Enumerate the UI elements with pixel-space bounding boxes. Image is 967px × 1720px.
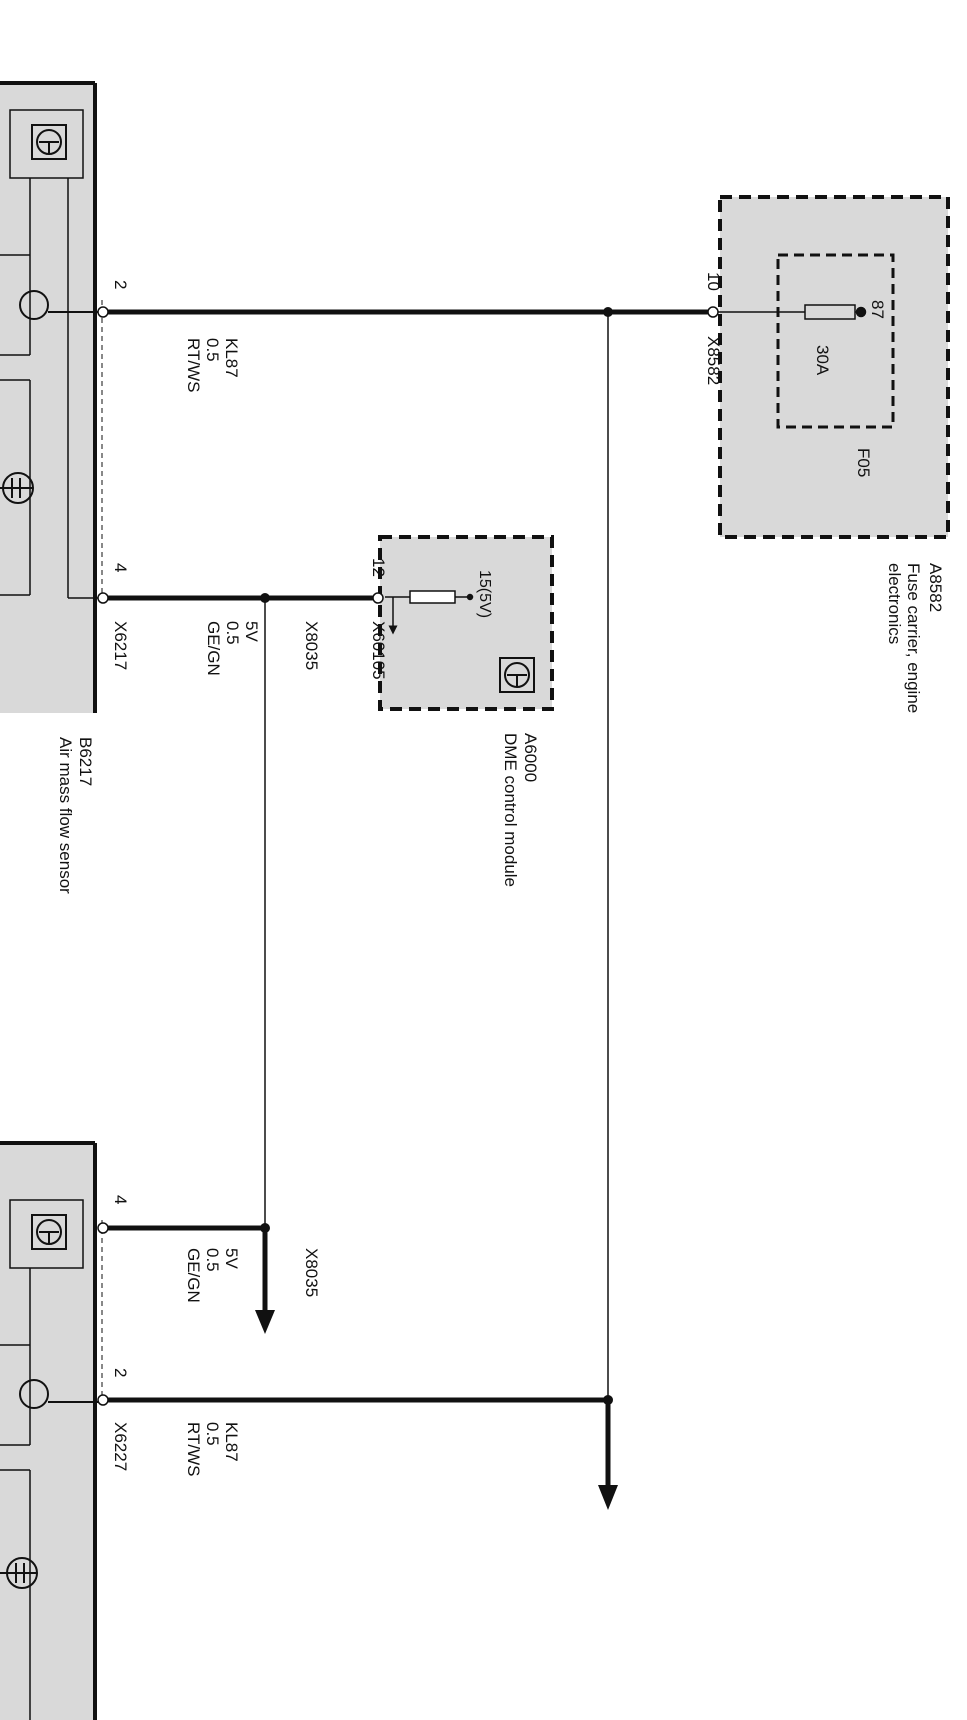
pin-terminals: [97, 306, 719, 1406]
fuse-carrier-body: [718, 195, 950, 539]
fuse-carrier-id: A8582: [926, 563, 945, 612]
sensor-b6217-name: Air mass flow sensor: [56, 737, 75, 894]
x6227-pin2: 2: [111, 1368, 130, 1377]
continuation-arrow-icon: [255, 1310, 275, 1334]
ground-symbol-icon: [0, 472, 34, 504]
dme-module-body: [378, 535, 554, 711]
sensor-b6217-internals: [0, 109, 102, 599]
fuse-f05-id: F05: [854, 448, 873, 477]
x6217-pin2: 2: [111, 280, 130, 289]
x6227-id: X6227: [111, 1422, 130, 1471]
wire-5v-lower-color: GE/GN: [184, 1248, 203, 1303]
wire-kl87-upper-color: RT/WS: [184, 338, 203, 392]
sensor-b6217-body: [0, 81, 97, 713]
transistor-icon: [19, 290, 102, 320]
control-unit-symbol-icon: [499, 657, 535, 693]
wire-kl87-upper-size: 0.5: [203, 338, 222, 362]
x6227-pin4: 4: [111, 1195, 130, 1204]
ground-symbol-icon: [0, 1557, 38, 1589]
dme-id: A6000: [521, 733, 540, 782]
fuse-f05-box: [776, 253, 895, 429]
sensor-b6227-internals: [0, 1199, 84, 1720]
wire-5v-upper-size: 0.5: [223, 621, 242, 645]
dme-supply-label: 15(5V): [476, 570, 493, 618]
x60105-pin: 12: [369, 558, 388, 577]
continuation-arrow-icon: [598, 1485, 618, 1510]
fuse-carrier-name-line1: Fuse carrier, engine: [904, 563, 923, 713]
wire-kl87-upper-signal: KL87: [222, 338, 241, 378]
fuse-terminal: 87: [868, 300, 887, 319]
wire-5v-lower-size: 0.5: [203, 1248, 222, 1272]
wire-kl87-lower-color: RT/WS: [184, 1422, 203, 1476]
dme-name: DME control module: [501, 733, 520, 887]
wire-5v-upper-color: GE/GN: [204, 621, 223, 676]
resistor-icon: [385, 590, 474, 604]
sensor-b6217-id: B6217: [76, 737, 95, 786]
transistor-icon: [19, 1379, 102, 1409]
x60105-id: X60105: [369, 621, 388, 680]
fuse-carrier-name-line2: electronics: [885, 563, 904, 644]
control-unit-symbol-icon: [31, 124, 67, 160]
wire-kl87-lower: [103, 1397, 611, 1485]
x8582-id: X8582: [704, 336, 723, 385]
wire-5v-lower-signal: 5V: [222, 1248, 241, 1269]
control-unit-symbol-icon: [31, 1214, 67, 1250]
x6217-pin4: 4: [111, 563, 130, 572]
splice-points: [260, 307, 613, 1405]
wire-kl87-lower-size: 0.5: [203, 1422, 222, 1446]
wire-kl87-lower-signal: KL87: [222, 1422, 241, 1462]
fuse-rating: 30A: [813, 345, 832, 376]
fuse-icon: [713, 304, 867, 320]
splice-x8035-upper: X8035: [302, 621, 321, 670]
x8582-pin: 10: [704, 272, 723, 291]
wire-5v-lower: [103, 1225, 268, 1310]
splice-x8035-lower: X8035: [302, 1248, 321, 1297]
wire-5v-upper-signal: 5V: [242, 621, 261, 642]
x6217-id: X6217: [111, 621, 130, 670]
